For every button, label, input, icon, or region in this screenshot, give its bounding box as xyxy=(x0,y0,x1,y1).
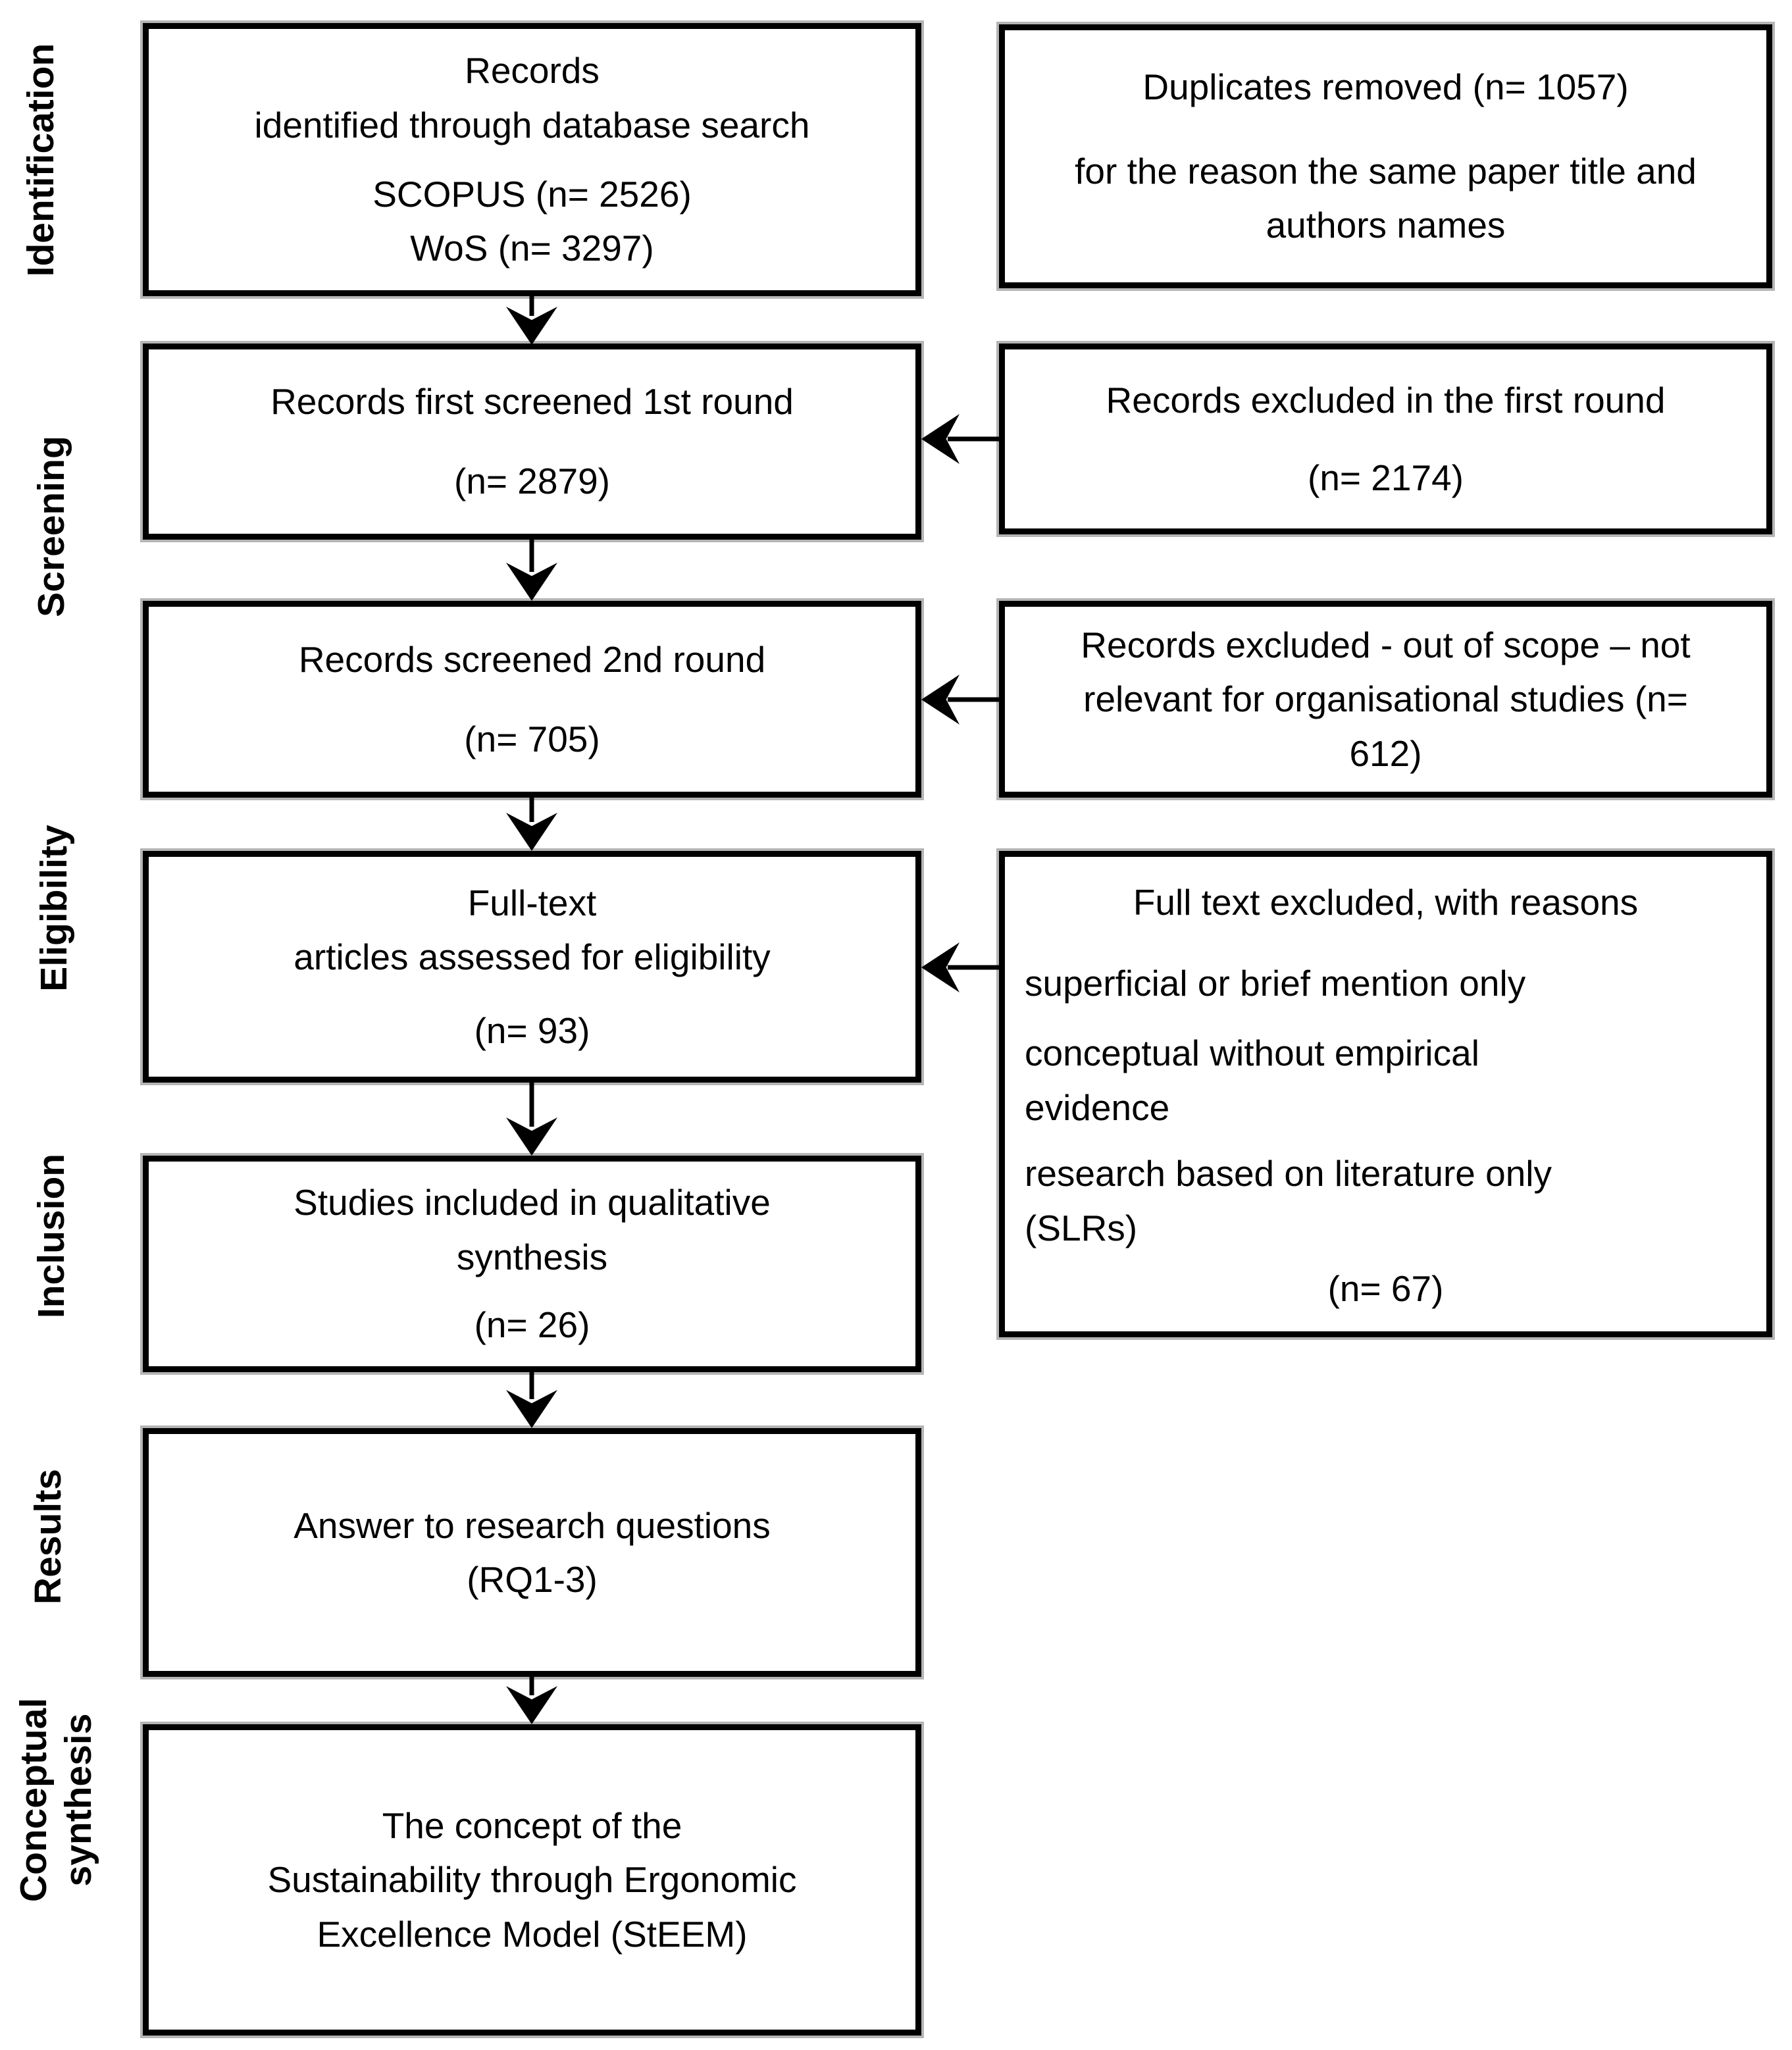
box-count: (n= 93) xyxy=(474,1010,590,1051)
arrow-down-icon xyxy=(505,296,558,345)
box-first-screened: Records first screened 1st round (n= 287… xyxy=(143,344,921,540)
arrow-down-icon xyxy=(505,1083,558,1156)
box-excluded-out-of-scope: Records excluded - out of scope – not re… xyxy=(999,601,1772,798)
arrow-down-icon xyxy=(505,540,558,601)
arrow-left-icon xyxy=(921,673,999,726)
box-answers-research-questions: Answer to research questions (RQ1-3) xyxy=(143,1428,921,1677)
box-count: (n= 2879) xyxy=(454,461,610,502)
exclusion-reason: superficial or brief mention only xyxy=(1025,962,1526,1004)
arrow-down-icon xyxy=(505,798,558,851)
box-fulltext-excluded: Full text excluded, with reasons superfi… xyxy=(999,851,1772,1337)
box-count: (n= 2174) xyxy=(1308,457,1464,498)
box-line: Excellence Model (StEEM) xyxy=(317,1913,748,1955)
box-title: Studies included in qualitative synthesi… xyxy=(294,1182,771,1277)
box-counts: SCOPUS (n= 2526) WoS (n= 3297) xyxy=(149,167,915,276)
stage-label-eligibility: Eligibility xyxy=(32,825,75,992)
box-count: (n= 67) xyxy=(1327,1268,1444,1309)
box-second-screened: Records screened 2nd round (n= 705) xyxy=(143,601,921,798)
box-title: Full-text articles assessed for eligibil… xyxy=(149,876,915,985)
box-title: Records first screened 1st round xyxy=(270,381,794,423)
box-line: The concept of the xyxy=(382,1805,682,1846)
exclusion-reason: conceptual without empirical evidence xyxy=(1025,1033,1479,1128)
box-duplicates-removed: Duplicates removed (n= 1057) for the rea… xyxy=(999,24,1772,288)
box-studies-included: Studies included in qualitative synthesi… xyxy=(143,1156,921,1372)
box-fulltext-assessed: Full-text articles assessed for eligibil… xyxy=(143,851,921,1083)
scopus-count: SCOPUS (n= 2526) xyxy=(372,173,692,215)
wos-count: WoS (n= 3297) xyxy=(410,228,654,269)
stage-label-inclusion: Inclusion xyxy=(30,1153,72,1319)
box-text: Records excluded - out of scope – not re… xyxy=(1081,624,1691,774)
box-reason: for the reason the same paper title and … xyxy=(1075,150,1697,246)
box-title: Records excluded in the first round xyxy=(1106,379,1666,421)
arrow-down-icon xyxy=(505,1372,558,1428)
box-title: Records screened 2nd round xyxy=(298,638,766,680)
box-title: Full text excluded, with reasons xyxy=(1133,882,1639,923)
box-title: Records identified through database sear… xyxy=(149,43,915,152)
box-line: identified through database search xyxy=(254,104,810,145)
stage-label-conceptual-synthesis: Conceptual synthesis xyxy=(12,1697,99,1903)
exclusion-reason: research based on literature only (SLRs) xyxy=(1025,1153,1552,1248)
box-title: Duplicates removed (n= 1057) xyxy=(1142,66,1629,108)
arrow-left-icon xyxy=(921,941,999,994)
box-steem-concept: The concept of the Sustainability throug… xyxy=(143,1724,921,2036)
box-count: (n= 26) xyxy=(474,1304,590,1346)
box-line: Answer to research questions xyxy=(294,1504,771,1546)
stage-label-identification: Identification xyxy=(19,43,62,277)
stage-label-results: Results xyxy=(26,1469,69,1604)
box-excluded-first-round: Records excluded in the first round (n= … xyxy=(999,344,1772,534)
box-line: Full-text xyxy=(467,882,597,923)
box-line: articles assessed for eligibility xyxy=(294,936,771,978)
box-count: (n= 705) xyxy=(464,718,600,759)
box-records-identified: Records identified through database sear… xyxy=(143,23,921,296)
arrow-left-icon xyxy=(921,413,999,465)
arrow-down-icon xyxy=(505,1677,558,1724)
box-line: Sustainability through Ergonomic xyxy=(267,1859,797,1901)
box-line: Records xyxy=(465,50,600,91)
box-line: (RQ1-3) xyxy=(467,1559,598,1600)
stage-label-screening: Screening xyxy=(30,436,72,617)
